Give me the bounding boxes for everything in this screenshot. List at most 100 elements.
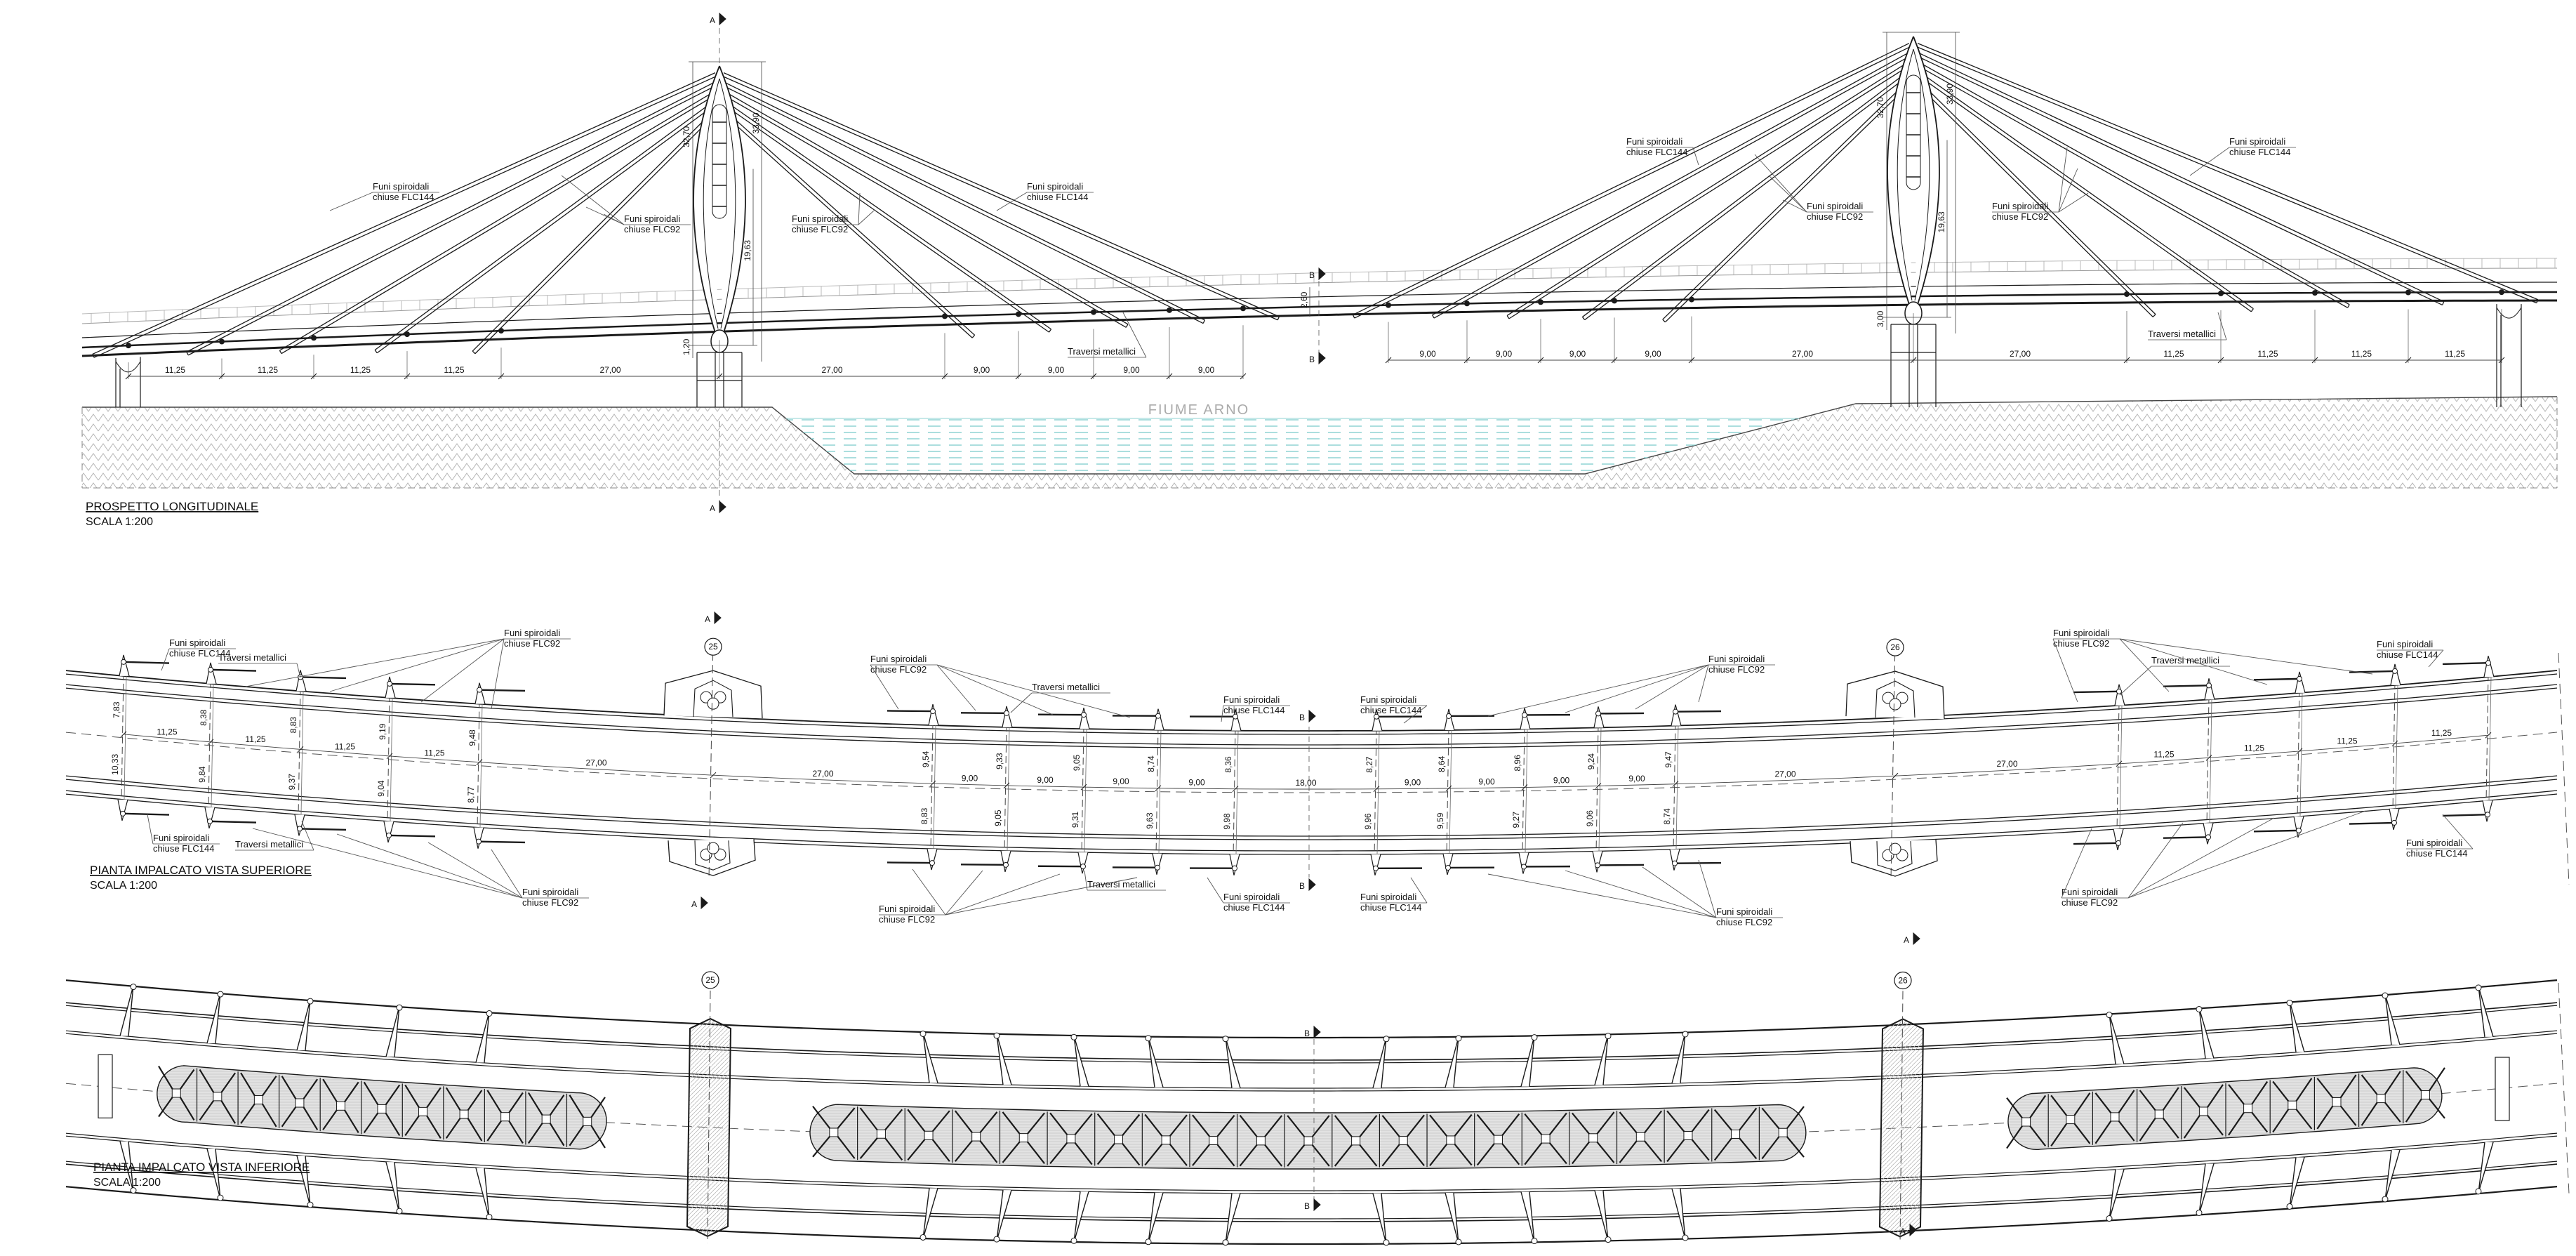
- anchor-node: [1682, 1031, 1689, 1038]
- axis-span-dimension: 27,00: [1996, 759, 2017, 769]
- x-bracing: [1096, 1113, 1141, 1166]
- x-bracing: [199, 1069, 237, 1124]
- anchor-node: [1081, 712, 1087, 718]
- anchor-node: [476, 838, 482, 845]
- anchor-node: [396, 1208, 403, 1215]
- outrigger-bracket-top: [474, 682, 486, 704]
- deck-depth-dim: 2,60: [1299, 291, 1309, 308]
- bracing-node: [1114, 1135, 1124, 1144]
- bracing-node: [971, 1132, 981, 1142]
- callout-label-line2: chiuse FLC92: [522, 897, 578, 908]
- x-bracing: [527, 1092, 565, 1146]
- anchor-node: [387, 680, 392, 687]
- cross-beam-edge: [479, 703, 483, 828]
- cross-beam-axis: [1446, 727, 1449, 857]
- railing-top: [81, 258, 2557, 315]
- dimension-tick: [1611, 357, 1618, 364]
- callout-label: Traversi metallici: [235, 839, 303, 850]
- dimension-tick: [1385, 357, 1392, 364]
- anchor-node: [130, 1187, 137, 1194]
- section-arrow-icon: [1313, 1198, 1321, 1212]
- callout-label-line1: Funi spiroidali: [1807, 201, 1863, 211]
- leader-line: [858, 192, 861, 225]
- span-dimension: 9,00: [1198, 365, 1215, 375]
- pylon-plan-bottom: 26: [1878, 971, 1925, 1244]
- lattice-panel: [857, 1106, 903, 1161]
- abutment-bearing: [2495, 1057, 2510, 1121]
- cross-beam: 8,749,63: [1112, 708, 1164, 875]
- pylon-outline: [1887, 36, 1940, 310]
- axis-number: 26: [1890, 642, 1900, 652]
- cable-anchor: [1386, 302, 1391, 308]
- x-bracing: [907, 1109, 950, 1162]
- leader-line: [2052, 638, 2078, 703]
- leader-line: [161, 648, 170, 671]
- cable-anchor: [2405, 289, 2411, 296]
- deck-edge-line: [65, 1033, 2558, 1092]
- cross-beam-edge: [1598, 727, 1602, 852]
- span-dimension: 27,00: [599, 365, 620, 375]
- stay-cable: [1352, 43, 1911, 319]
- callout-label-line2: chiuse FLC144: [2377, 649, 2438, 660]
- pylon-plan-top: 25: [663, 637, 763, 880]
- x-bracing: [1713, 1107, 1758, 1161]
- bracing-node: [1161, 1135, 1171, 1145]
- cross-beam-edge: [300, 691, 304, 815]
- bracing-node: [2021, 1117, 2031, 1127]
- dimension-tick: [1090, 373, 1097, 380]
- deck-width-dim: 9,98: [1222, 813, 1232, 830]
- abutment-outline: [115, 357, 141, 407]
- x-bracing: [1572, 1111, 1615, 1165]
- cable-anchor: [1091, 309, 1096, 315]
- outrigger-bracket-bottom: [1592, 851, 1603, 873]
- cross-beam: 9,488,77: [466, 682, 526, 849]
- dimension-tick: [2311, 357, 2318, 364]
- bracing-node: [1778, 1128, 1788, 1137]
- leader-line: [2189, 147, 2230, 176]
- span-dimension: 9,00: [1569, 349, 1586, 359]
- outrigger-bracket-bottom: [1152, 853, 1163, 875]
- outrigger-bracket-bottom: [1518, 852, 1529, 874]
- outrigger-rib: [385, 1004, 403, 1215]
- cross-beam-axis: [1374, 727, 1377, 857]
- dimension-tick: [2485, 732, 2492, 739]
- lattice-panel-right: [2006, 1067, 2445, 1151]
- leader-line: [2119, 638, 2170, 692]
- section-arrow-icon: [1313, 1025, 1321, 1039]
- section-marker: B: [1299, 878, 1316, 892]
- cross-beam-axis: [2116, 702, 2120, 832]
- dimension-tick: [125, 373, 132, 380]
- outrigger-bracket-bottom: [1000, 850, 1011, 873]
- bracing-node: [1493, 1135, 1503, 1144]
- dimension-tick: [941, 373, 948, 380]
- lattice-panel-left: [157, 1065, 607, 1150]
- anchor-node: [1383, 1036, 1390, 1043]
- pylon-pad-outer: [1850, 840, 1938, 877]
- bracing-node: [1066, 1134, 1076, 1144]
- leader-line: [1642, 866, 1717, 918]
- bearing-circle: [707, 697, 719, 710]
- leader-line: [603, 213, 625, 225]
- lattice-panel: [1332, 1113, 1378, 1168]
- callout-label-line2: chiuse FLC144: [2229, 147, 2290, 157]
- section-arrow-icon: [1913, 932, 1920, 946]
- abutment-bearing: [115, 361, 141, 373]
- stay-cable: [721, 109, 976, 338]
- callout-label-line1: Funi spiroidali: [1223, 892, 1280, 902]
- x-bracing: [1381, 1114, 1425, 1167]
- lattice-panel: [812, 1106, 856, 1159]
- section-marker: A: [1900, 1223, 1917, 1237]
- callout-label-line2: chiuse FLC92: [1708, 664, 1765, 675]
- pylon-lower-height-dim: 19,63: [743, 240, 752, 261]
- axis-number: 25: [708, 642, 718, 652]
- dimension-tick: [2498, 357, 2505, 364]
- stay-cable: [472, 109, 718, 355]
- bearing-circle: [1889, 698, 1901, 710]
- outrigger-bracket-top: [2295, 671, 2306, 694]
